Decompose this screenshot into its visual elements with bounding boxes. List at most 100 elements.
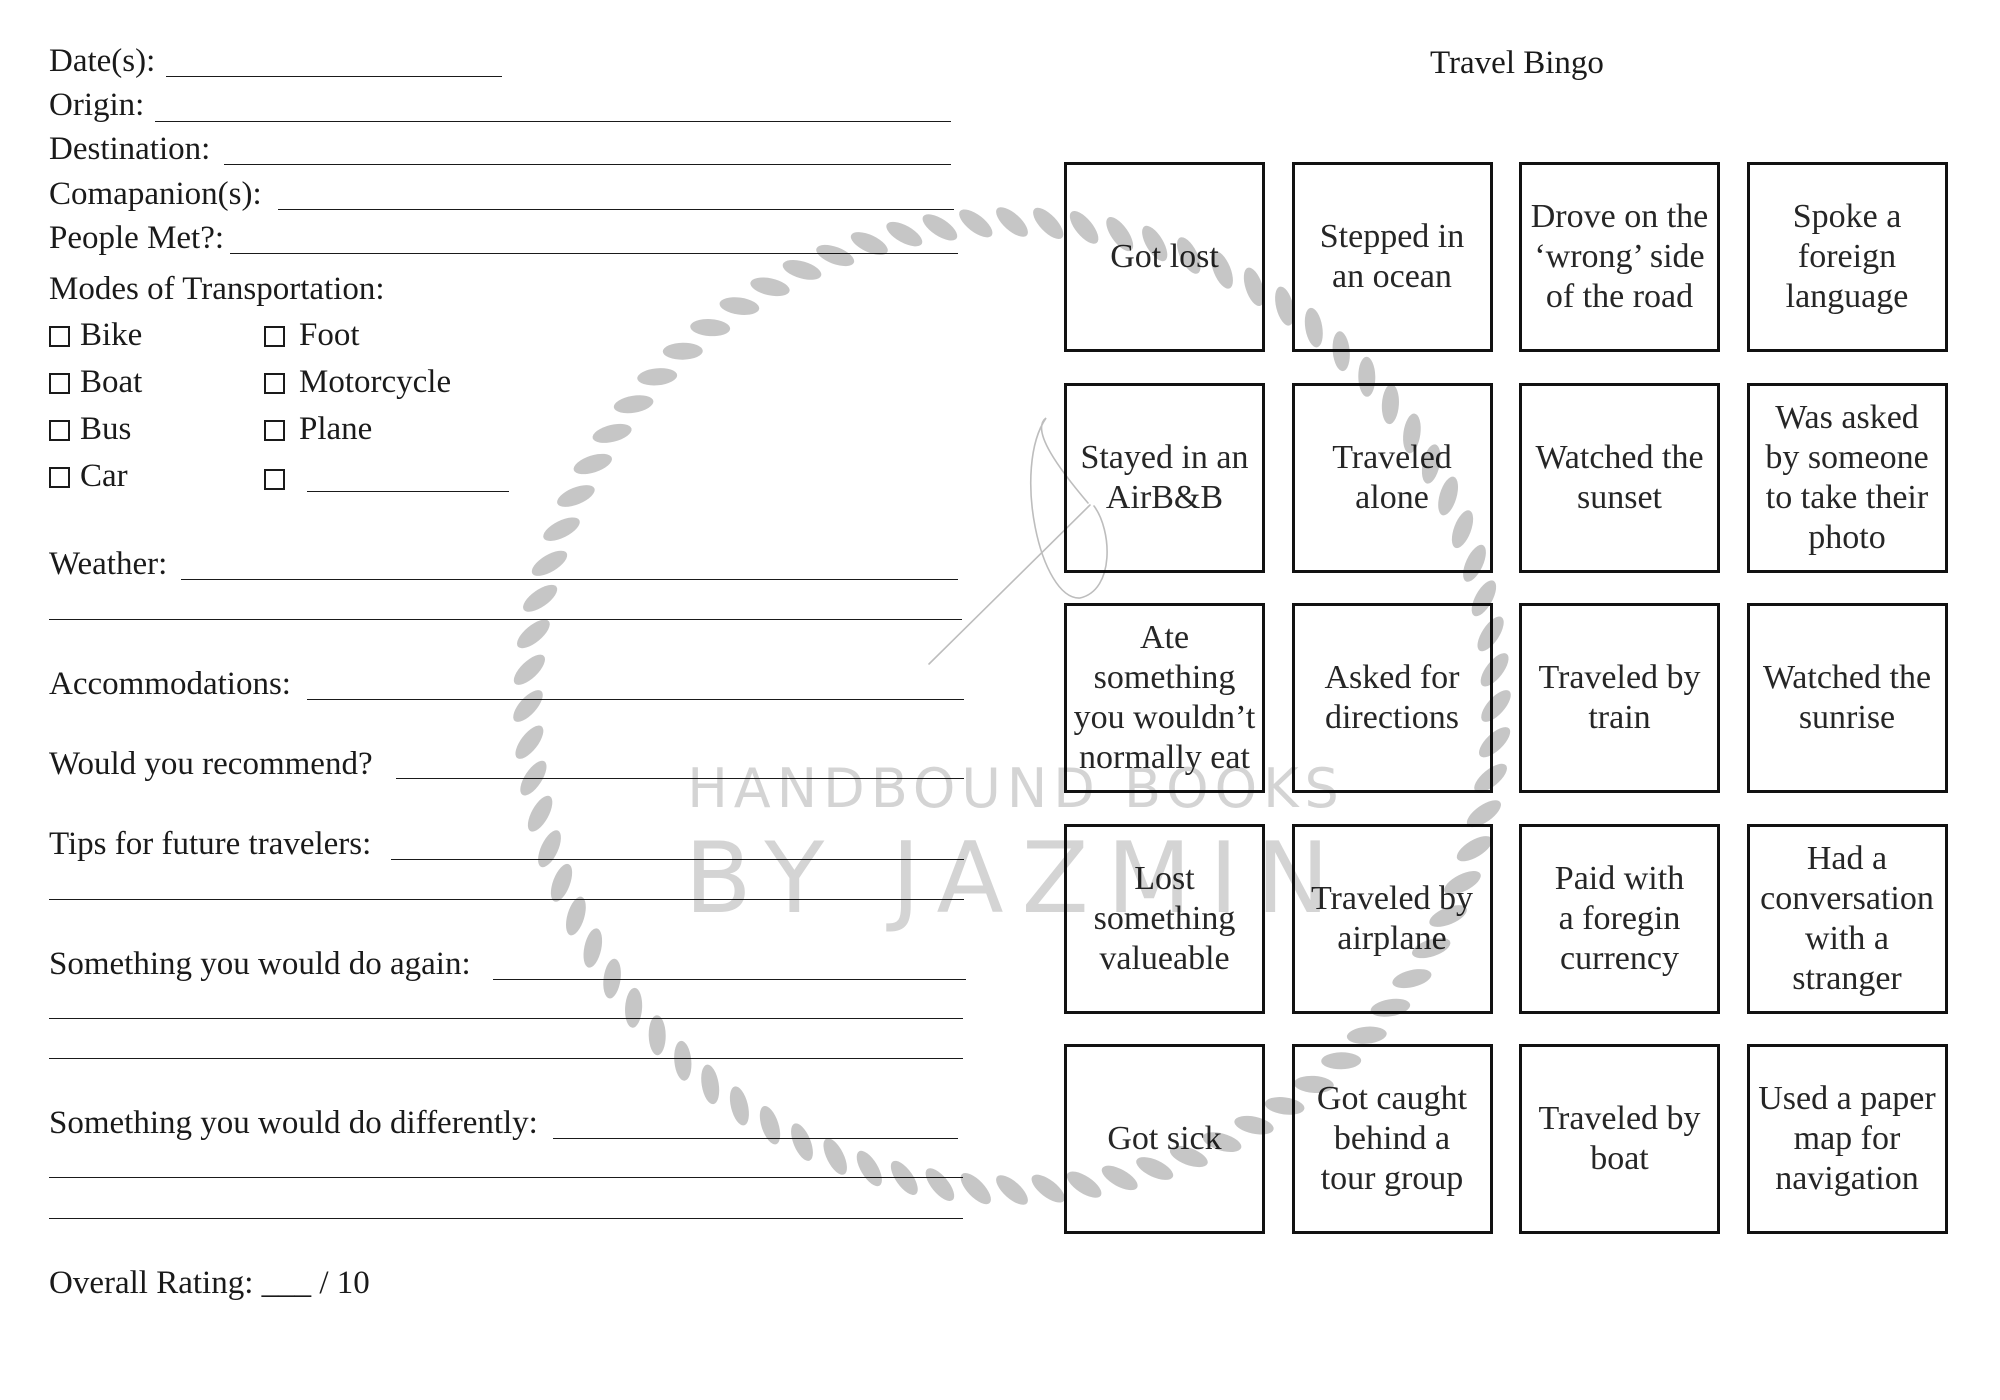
rope-segment [959, 209, 993, 238]
do-again-field[interactable] [493, 979, 966, 980]
rope-segment [719, 297, 760, 315]
car-checkbox[interactable] [49, 467, 70, 488]
bingo-cell: Watched the sunrise [1746, 603, 1948, 793]
weather-field-line-2[interactable] [49, 619, 962, 620]
rope-segment [592, 423, 632, 443]
other-mode-field[interactable] [307, 491, 509, 492]
bingo-cell-text: Watched the sunset [1535, 438, 1704, 516]
bingo-cell: Was asked by someone to take their photo [1746, 382, 1948, 573]
date-label: Date(s): [49, 43, 156, 79]
bingo-cell: Traveled by train [1519, 603, 1720, 793]
foot-option-label: Foot [299, 317, 360, 353]
modes-title: Modes of Transportation: [49, 271, 385, 307]
recommend-field[interactable] [396, 778, 964, 779]
date-field[interactable] [166, 76, 502, 77]
overall-rating-label: Overall Rating: [49, 1265, 254, 1301]
rope-segment [729, 1086, 749, 1126]
bingo-cell: Ate something you wouldn’t normally eat [1064, 603, 1265, 793]
rope-segment [856, 1150, 882, 1187]
do-again-field-line-3[interactable] [49, 1058, 963, 1059]
bingo-cell-text: Used a paper map for navigation [1758, 1080, 1936, 1197]
rope-segment [583, 928, 603, 968]
companions-field[interactable] [278, 209, 954, 210]
rope-segment [648, 1015, 666, 1056]
other-mode-checkbox[interactable] [264, 469, 285, 490]
rope-segment [1031, 1174, 1065, 1203]
bingo-cell: Drove on the ‘wrong’ side of the road [1519, 162, 1720, 352]
bingo-cell: Traveled by boat [1519, 1044, 1720, 1234]
tips-field[interactable] [391, 859, 964, 860]
do-differently-label: Something you would do differently: [49, 1105, 538, 1141]
bingo-cell: Asked for directions [1291, 603, 1493, 793]
destination-field[interactable] [224, 164, 951, 165]
bingo-cell-text: Lost something valueable [1093, 859, 1236, 977]
rope-segment [1033, 207, 1064, 240]
bingo-cell: Traveled by airplane [1291, 823, 1493, 1014]
accommodations-field[interactable] [307, 699, 964, 700]
bingo-cell: Lost something valueable [1064, 823, 1265, 1014]
origin-label: Origin: [49, 87, 145, 123]
rope-segment [850, 232, 888, 255]
rope-segment [613, 395, 654, 414]
bingo-cell-text: Got lost [1110, 238, 1219, 275]
rope-segment [996, 207, 1028, 237]
weather-field[interactable] [181, 579, 958, 580]
boat-option-label: Boat [80, 364, 143, 400]
rope-segment [515, 725, 544, 759]
bus-checkbox[interactable] [49, 420, 70, 441]
bike-checkbox[interactable] [49, 326, 70, 347]
plane-option-label: Plane [299, 411, 373, 447]
bingo-cell: Got caught behind a tour group [1291, 1044, 1493, 1234]
do-differently-field-line-3[interactable] [49, 1218, 963, 1219]
rope-segment [637, 368, 678, 386]
bingo-cell: Used a paper map for navigation [1746, 1044, 1948, 1234]
origin-field[interactable] [155, 121, 951, 122]
rope-segment [674, 1040, 692, 1081]
rope-segment [662, 342, 703, 360]
bingo-cell-text: Stayed in an AirB&B [1080, 438, 1249, 516]
bingo-cell-text: Traveled by airplane [1310, 879, 1474, 957]
accommodations-label: Accommodations: [49, 666, 291, 702]
tips-field-line-2[interactable] [49, 899, 964, 900]
rope-segment [550, 863, 573, 902]
do-differently-field[interactable] [553, 1138, 958, 1139]
rope-segment [531, 550, 568, 576]
bingo-cell-text: Spoke a foreign language [1785, 198, 1909, 315]
rope-segment [513, 690, 543, 722]
bike-option-label: Bike [80, 317, 143, 353]
bingo-cell-text: Traveled by train [1538, 659, 1701, 736]
bingo-cell-text: Drove on the ‘wrong’ side of the road [1530, 198, 1709, 315]
rope-segment [922, 214, 958, 241]
bingo-cell-text: Got sick [1107, 1120, 1222, 1157]
bingo-cell-text: Had a conversation with a stranger [1760, 839, 1934, 997]
bus-option-label: Bus [80, 411, 132, 447]
plane-checkbox[interactable] [264, 420, 285, 441]
foot-checkbox[interactable] [264, 326, 285, 347]
rope-segment [565, 896, 586, 936]
rope-segment [523, 584, 558, 612]
do-again-field-line-2[interactable] [49, 1018, 963, 1019]
rope-segment [823, 1138, 847, 1175]
do-differently-field-line-2[interactable] [49, 1177, 963, 1178]
bingo-grid: Got lost Stepped in an ocean Drove on th… [1064, 162, 1948, 1234]
bingo-cell: Spoke a foreign language [1746, 162, 1948, 352]
people-met-field[interactable] [230, 253, 958, 254]
rope-segment [791, 1123, 813, 1161]
rope-segment [960, 1172, 991, 1205]
bingo-cell-text: Got caught behind a tour group [1316, 1080, 1468, 1197]
overall-rating: Overall Rating: ___ / 10 [49, 1264, 370, 1302]
rope-segment [513, 654, 546, 685]
rope-segment [701, 1064, 720, 1105]
overall-rating-field[interactable]: ___ [261, 1265, 312, 1301]
bingo-cell-text: Watched the sunrise [1762, 659, 1932, 736]
boat-checkbox[interactable] [49, 373, 70, 394]
companions-label: Comapanion(s): [49, 176, 262, 212]
rope-segment [527, 795, 553, 832]
rope-segment [690, 319, 731, 337]
bingo-cell: Watched the sunset [1519, 382, 1720, 573]
do-again-label: Something you would do again: [49, 946, 471, 982]
rope-segment [816, 244, 855, 267]
bingo-cell: Got lost [1064, 162, 1265, 352]
motorcycle-checkbox[interactable] [264, 373, 285, 394]
bingo-cell-text: Stepped in an ocean [1319, 218, 1465, 295]
